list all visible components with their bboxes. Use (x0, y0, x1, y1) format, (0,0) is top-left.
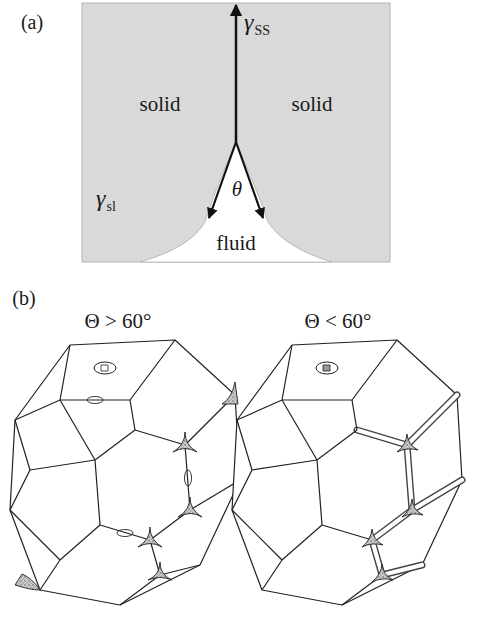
tension-symbol: γ (244, 9, 253, 35)
angle-symbol: θ (232, 178, 242, 201)
tension-subscript: sl (106, 199, 115, 214)
angle-condition: Θ < 60° (305, 310, 372, 333)
grain-boundary-tension (235, 5, 238, 142)
grain-polyhedron (232, 340, 462, 605)
tension-subscript: SS (254, 23, 270, 38)
phase-label: fluid (216, 232, 256, 255)
phase-label: solid (140, 93, 181, 116)
phase-label: solid (292, 93, 333, 116)
panel-letter: (b) (12, 287, 35, 309)
angle-condition: Θ > 60° (85, 310, 152, 333)
grain-polyhedron (10, 340, 240, 605)
fluid-pocket (140, 142, 332, 262)
panel-letter: (a) (21, 11, 43, 33)
solid-region (82, 3, 390, 262)
tension-symbol: γ (96, 185, 105, 211)
